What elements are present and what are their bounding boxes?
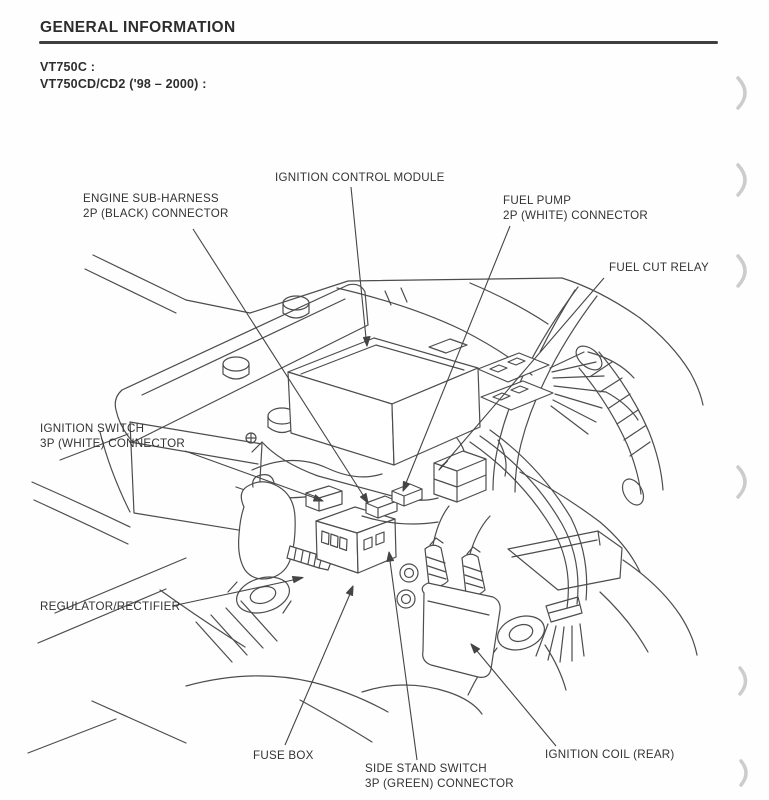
label-side-stand-switch: SIDE STAND SWITCH 3P (GREEN) CONNECTOR [365, 762, 514, 790]
header-rule [39, 41, 718, 44]
model-line-2: VT750CD/CD2 ('98 – 2000) : [40, 76, 207, 91]
fender-panel [114, 283, 369, 443]
label-regulator-rectifier: REGULATOR/RECTIFIER [40, 600, 181, 613]
label-ignition-coil-rear: IGNITION COIL (REAR) [545, 748, 675, 761]
icm-box [251, 337, 554, 501]
label-fuel-pump: FUEL PUMP 2P (WHITE) CONNECTOR [503, 194, 648, 222]
harness-fan [549, 351, 639, 435]
label-ignition-switch: IGNITION SWITCH 3P (WHITE) CONNECTOR [40, 422, 185, 450]
leader-lines [171, 186, 605, 761]
wire-bundle [469, 429, 588, 663]
label-fuse-box: FUSE BOX [253, 749, 314, 762]
fuel-cut-relay-box [433, 450, 487, 503]
model-list: VT750C : VT750CD/CD2 ('98 – 2000) : [40, 59, 207, 92]
label-fuel-cut-relay: FUEL CUT RELAY [609, 261, 709, 274]
ignition-coil [421, 505, 501, 678]
page-title: GENERAL INFORMATION [40, 19, 236, 36]
connector-cluster [305, 483, 439, 609]
label-ignition-control-module: IGNITION CONTROL MODULE [275, 171, 445, 184]
swingarm-lines [27, 557, 483, 754]
label-engine-sub-harness: ENGINE SUB-HARNESS 2P (BLACK) CONNECTOR [83, 192, 229, 220]
binder-marks [736, 76, 748, 787]
fuse-box [315, 506, 397, 574]
model-line-1: VT750C : [40, 60, 96, 74]
